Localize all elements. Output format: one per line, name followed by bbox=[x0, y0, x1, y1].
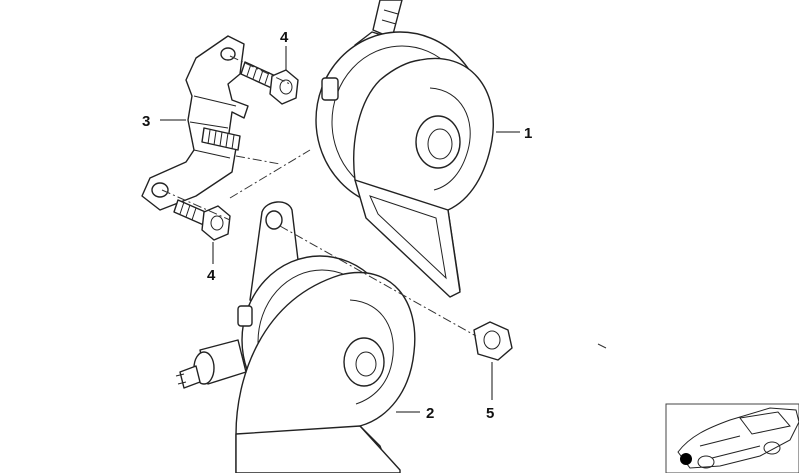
leader-lines bbox=[160, 46, 520, 413]
upper-horn bbox=[315, 0, 494, 298]
callout-part-4-top: 4 bbox=[280, 29, 289, 46]
nut bbox=[473, 321, 513, 361]
bolt-top bbox=[240, 61, 299, 105]
callout-part-4-bottom: 4 bbox=[207, 267, 216, 284]
callout-part-5: 5 bbox=[486, 405, 494, 422]
callout-part-3: 3 bbox=[142, 113, 150, 130]
callout-part-1: 1 bbox=[524, 125, 532, 142]
location-marker bbox=[680, 453, 692, 465]
bolt-bottom bbox=[173, 199, 231, 241]
mounting-bracket bbox=[141, 35, 249, 211]
vehicle-locator-thumbnail bbox=[665, 403, 799, 473]
lower-horn bbox=[175, 201, 416, 473]
callout-part-2: 2 bbox=[426, 405, 434, 422]
assembly-lines bbox=[161, 55, 607, 349]
